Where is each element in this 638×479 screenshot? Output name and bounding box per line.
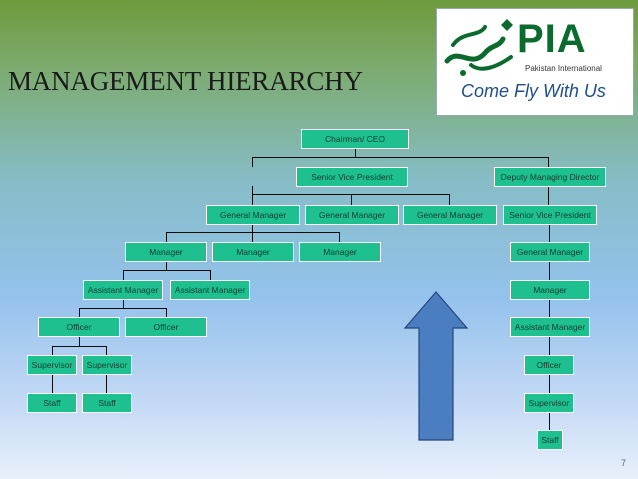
pia-logo: PIA Pakistan International Come Fly With…: [436, 8, 634, 116]
connector-line: [252, 157, 549, 158]
node-general-manager: General Manager: [403, 205, 497, 225]
node-supervisor: Supervisor: [82, 355, 132, 375]
node-officer: Officer: [125, 317, 207, 337]
connector-line: [79, 308, 80, 317]
connector-line: [549, 262, 550, 280]
connector-line: [79, 308, 167, 309]
connector-line: [52, 346, 53, 355]
connector-line: [252, 186, 253, 194]
connector-line: [252, 194, 253, 205]
node-assistant-manager: Assistant Manager: [83, 280, 163, 300]
connector-line: [351, 194, 352, 205]
node-assistant-manager: Assistant Manager: [510, 317, 590, 337]
connector-line: [549, 337, 550, 355]
connector-line: [549, 299, 550, 317]
connector-line: [123, 270, 124, 280]
node-assistant-manager: Assistant Manager: [170, 280, 250, 300]
node-supervisor: Supervisor: [524, 393, 574, 413]
connector-line: [166, 232, 340, 233]
logo-tagline: Come Fly With Us: [461, 81, 606, 101]
connector-line: [52, 375, 53, 393]
node-senior-vice-president: Senior Vice President: [503, 205, 597, 225]
node-senior-vice-president: Senior Vice President: [296, 167, 408, 187]
node-manager: Manager: [212, 242, 294, 262]
connector-line: [548, 186, 549, 205]
node-general-manager: General Manager: [510, 242, 590, 262]
node-general-manager: General Manager: [206, 205, 300, 225]
pia-calligraphy-icon: [444, 19, 513, 76]
connector-line: [166, 308, 167, 317]
page-number: 7: [621, 458, 627, 468]
connector-line: [52, 346, 107, 347]
connector-line: [252, 157, 253, 167]
connector-line: [355, 149, 356, 157]
node-chairman: Chairman/ CEO: [301, 129, 409, 149]
connector-line: [339, 232, 340, 242]
connector-line: [549, 413, 550, 430]
connector-line: [79, 337, 80, 346]
node-staff: Staff: [537, 430, 563, 450]
logo-subtitle: Pakistan International: [525, 64, 602, 73]
node-staff: Staff: [82, 393, 132, 413]
node-manager: Manager: [125, 242, 207, 262]
connector-line: [106, 375, 107, 393]
connector-line: [210, 270, 211, 280]
connector-line: [166, 262, 167, 270]
connector-line: [252, 224, 253, 232]
connector-line: [548, 157, 549, 167]
connector-line: [123, 270, 211, 271]
logo-name: PIA: [517, 17, 587, 61]
connector-line: [549, 375, 550, 393]
connector-line: [252, 232, 253, 242]
connector-line: [549, 224, 550, 242]
node-manager: Manager: [510, 280, 590, 300]
slide-title: MANAGEMENT HIERARCHY: [8, 66, 363, 96]
node-general-manager: General Manager: [305, 205, 399, 225]
node-staff: Staff: [27, 393, 77, 413]
connector-line: [449, 194, 450, 205]
node-officer: Officer: [524, 355, 574, 375]
connector-line: [166, 232, 167, 242]
node-officer: Officer: [38, 317, 120, 337]
node-manager: Manager: [299, 242, 381, 262]
connector-line: [123, 299, 124, 308]
connector-line: [106, 346, 107, 355]
node-deputy-managing-director: Deputy Managing Director: [494, 167, 606, 187]
upward-arrow-icon: [403, 291, 469, 441]
node-supervisor: Supervisor: [27, 355, 77, 375]
